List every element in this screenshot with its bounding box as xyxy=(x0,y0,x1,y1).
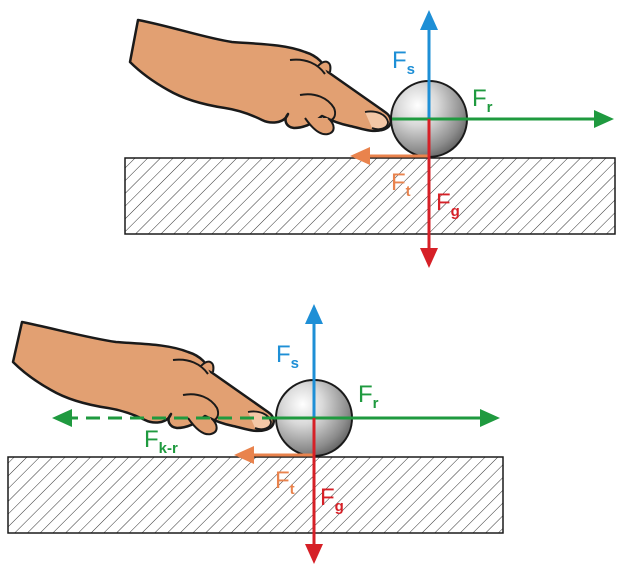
force-arrow-fr xyxy=(480,409,500,427)
bottom-surface xyxy=(7,456,504,534)
force-arrow-fg xyxy=(305,544,323,564)
force-arrow-fs xyxy=(420,10,438,30)
hand-icon xyxy=(128,18,392,136)
label-fkr: Fk-r xyxy=(144,426,178,457)
label-fr: Fr xyxy=(472,85,493,116)
top-scene: Fs Fr Ft Fg xyxy=(124,10,616,268)
force-arrow-ft xyxy=(234,446,254,464)
force-arrow-fg xyxy=(420,248,438,268)
label-ft: Ft xyxy=(275,467,295,498)
hand-icon xyxy=(11,320,275,436)
label-fs: Fs xyxy=(392,47,415,78)
bottom-scene: Fs Fr Fk-r Ft Fg xyxy=(7,304,504,564)
top-surface xyxy=(124,157,616,235)
label-fg: Fg xyxy=(436,189,460,220)
label-fr: Fr xyxy=(358,381,379,412)
force-arrow-ft xyxy=(350,147,370,165)
force-arrow-fs xyxy=(305,304,323,324)
label-ft: Ft xyxy=(391,169,411,200)
label-fg: Fg xyxy=(320,484,344,515)
label-fs: Fs xyxy=(276,341,299,372)
force-arrow-fkr xyxy=(52,409,72,427)
force-arrow-fr xyxy=(594,110,614,128)
